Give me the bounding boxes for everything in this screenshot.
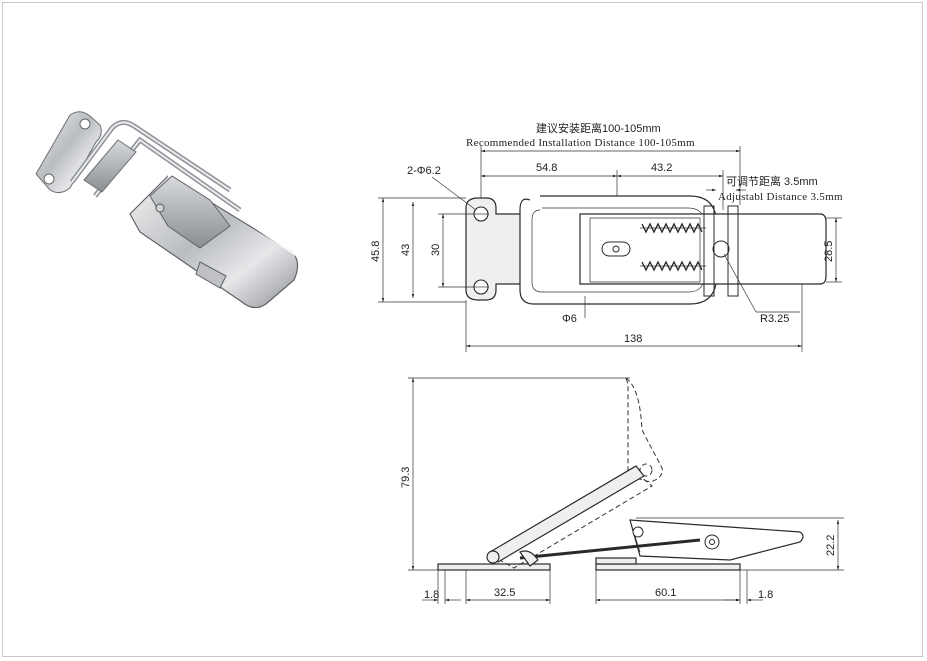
dim-1-8-left: 1.8 xyxy=(424,589,439,601)
latch-product-image xyxy=(35,111,301,309)
dim-79-3: 79.3 xyxy=(400,467,412,488)
spring-top xyxy=(640,222,706,234)
dim-45-8: 45.8 xyxy=(370,241,382,262)
dim-28-5: 28.5 xyxy=(823,241,835,262)
recommended-distance-cn: 建议安装距离100-105mm xyxy=(536,121,661,135)
dim-43: 43 xyxy=(400,244,412,256)
dim-22-2: 22.2 xyxy=(825,535,837,556)
side-view: 79.3 22.2 1.8 32.5 60.1 1.8 xyxy=(400,376,844,604)
dim-r325: R3.25 xyxy=(760,313,789,325)
dim-phi6: Φ6 xyxy=(562,313,577,325)
dim-60-1: 60.1 xyxy=(655,587,676,599)
dim-32-5: 32.5 xyxy=(494,587,515,599)
dim-138: 138 xyxy=(624,333,642,345)
dim-30: 30 xyxy=(430,244,442,256)
adjust-distance-en: Adjustabl Distance 3.5mm xyxy=(718,191,843,203)
dim-1-8-right: 1.8 xyxy=(758,589,773,601)
top-view: 建议安装距离100-105mm Recommended Installation… xyxy=(370,121,843,352)
hole-label: 2-Φ6.2 xyxy=(407,165,441,177)
spring-bottom xyxy=(640,260,706,272)
adjust-distance-cn: 可调节距离 3.5mm xyxy=(726,174,818,188)
recommended-distance-en: Recommended Installation Distance 100-10… xyxy=(466,137,695,149)
dim-43-2: 43.2 xyxy=(651,162,672,174)
dim-54-8: 54.8 xyxy=(536,162,557,174)
